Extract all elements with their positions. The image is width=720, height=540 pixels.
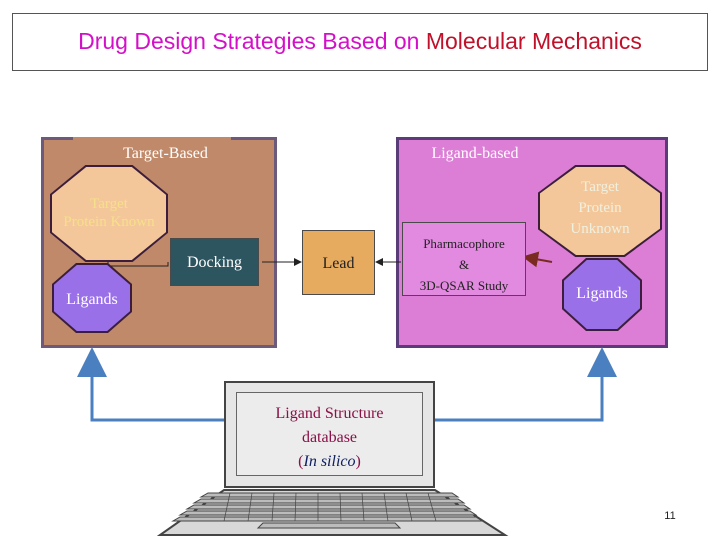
database-line-3: (In silico) — [236, 450, 423, 474]
pharma-line-2: & — [458, 257, 470, 272]
pharmacophore-node: Pharmacophore & 3D-QSAR Study — [402, 222, 526, 296]
slide-title: Drug Design Strategies Based on Molecula… — [0, 28, 720, 55]
pharma-line-3: 3D-QSAR Study — [419, 278, 509, 293]
target-protein-unknown-fill — [540, 167, 660, 255]
ligands-right-fill — [564, 260, 640, 329]
database-label: Ligand Structure database (In silico) — [236, 402, 423, 474]
tp-unknown-line-1: Target — [581, 179, 619, 195]
database-line-1: Ligand Structure — [275, 405, 384, 422]
target-based-label: Target-Based — [123, 145, 208, 162]
laptop-screen — [236, 392, 423, 476]
paren-close: ) — [355, 453, 361, 470]
db-to-left-ligands-arrow — [77, 347, 236, 422]
ligand-based-label: Ligand-based — [431, 145, 519, 162]
target-protein-known-fill — [52, 167, 166, 260]
pharma-line-1: Pharmacophore — [423, 236, 505, 251]
tp-known-line-1: Target — [90, 196, 128, 212]
lead-node: Lead — [302, 230, 375, 295]
database-line-2: database — [301, 429, 358, 446]
page-number: 11 — [664, 510, 676, 522]
title-part-2: Molecular Mechanics — [425, 28, 642, 54]
tp-known-line-2: Protein Known — [63, 214, 155, 230]
in-silico-label: In silico — [303, 453, 356, 470]
ligands-left-fill — [54, 265, 130, 331]
db-to-right-ligands-arrow — [423, 347, 617, 422]
ligands-right-label: Ligands — [576, 285, 628, 302]
title-part-1: Drug Design Strategies Based on — [78, 28, 426, 54]
target-protein-known-label: Target Protein Known — [50, 195, 168, 231]
tp-unknown-line-3: Unknown — [570, 221, 630, 237]
paren-open: ( — [298, 453, 304, 470]
docking-node: Docking — [170, 238, 259, 286]
target-protein-unknown-label: Target Protein Unknown — [540, 177, 660, 240]
unknown-to-pharma-arrow — [522, 251, 553, 268]
tp-unknown-line-2: Protein — [578, 200, 622, 216]
target-based-label-box — [73, 137, 231, 169]
title-box — [12, 13, 708, 71]
ligands-left-label: Ligands — [66, 291, 118, 308]
